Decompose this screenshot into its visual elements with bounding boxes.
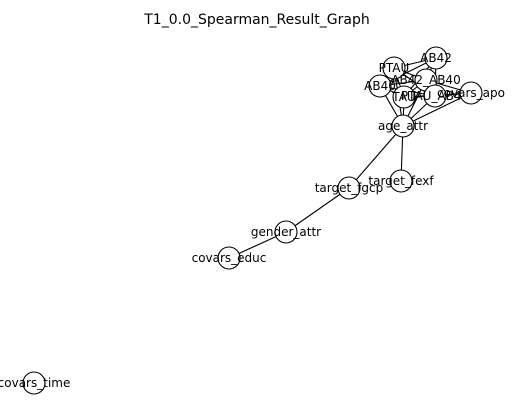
node-label-covars_apo: covars_apo [437, 86, 505, 100]
node-ptau: PTAU [379, 56, 410, 80]
node-target_fgcp: target_fgcp [315, 176, 384, 200]
node-ptau_ab42: PTAU_AB42 [401, 84, 469, 108]
node-label-ptau_ab42: PTAU_AB42 [401, 89, 469, 103]
node-covars_educ: covars_educ [192, 246, 267, 270]
node-label-tau: TAU [391, 90, 415, 104]
node-label-gender_attr: gender_attr [251, 225, 321, 239]
node-label-age_attr: age_attr [378, 119, 428, 133]
edge-age_attr-target_fgcp [348, 125, 404, 189]
node-circle-ab40 [368, 74, 392, 98]
node-circle-covars_apo [459, 81, 483, 105]
node-circle-gender_attr [274, 220, 298, 244]
node-circle-target_fexf [389, 169, 413, 193]
node-label-covars_time: covars_time [0, 376, 70, 390]
node-label-target_fgcp: target_fgcp [315, 181, 384, 195]
node-circle-ptau [382, 56, 406, 80]
node-circle-tau [392, 85, 416, 109]
node-ab40: AB40 [364, 74, 396, 98]
node-tau: TAU [391, 85, 416, 109]
node-target_fexf: target_fexf [368, 169, 434, 193]
node-covars_apo: covars_apo [437, 81, 505, 105]
node-covars_time: covars_time [0, 371, 70, 395]
node-circle-age_attr [391, 114, 415, 138]
node-gender_attr: gender_attr [251, 220, 321, 244]
node-label-ab42: AB42 [420, 51, 452, 65]
node-circle-covars_educ [217, 246, 241, 270]
node-label-ab40: AB40 [364, 79, 396, 93]
node-label-ab42_ab40: AB42_AB40 [391, 73, 460, 87]
node-label-target_fexf: target_fexf [368, 174, 434, 188]
node-ab42: AB42 [420, 46, 452, 70]
node-age_attr: age_attr [378, 114, 428, 138]
node-circle-ptau_ab42 [423, 84, 447, 108]
edge-target_fgcp-gender_attr [285, 187, 350, 233]
edge-covars_apo-age_attr [402, 92, 472, 127]
node-layer: AB42PTAUAB42_AB40AB40TAUPTAU_AB42covars_… [0, 46, 505, 395]
graph-title: T1_0.0_Spearman_Result_Graph [143, 12, 370, 28]
node-circle-target_fgcp [337, 176, 361, 200]
node-label-covars_educ: covars_educ [192, 251, 267, 265]
node-circle-ab42 [424, 46, 448, 70]
node-label-ptau: PTAU [379, 61, 410, 75]
node-circle-covars_time [22, 371, 46, 395]
